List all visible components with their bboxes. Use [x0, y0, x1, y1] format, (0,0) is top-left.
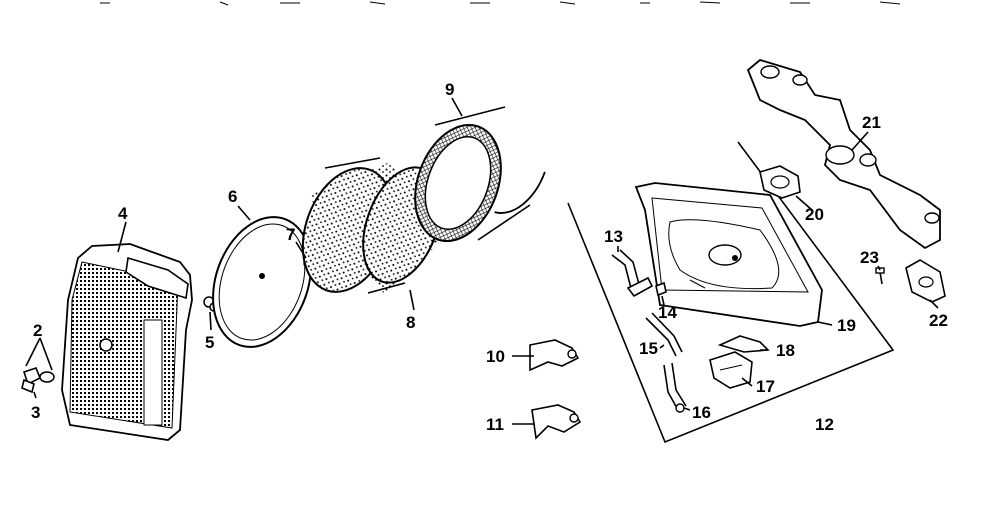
part-10-bracket: [529, 339, 580, 372]
part-13-tube: [611, 249, 654, 298]
part-18-gasket: [717, 335, 770, 353]
callout-18: 18: [776, 341, 795, 360]
part-2-3-clip: [21, 367, 55, 394]
part-15-hose: [645, 312, 683, 357]
callout-15: 15: [639, 339, 658, 358]
part-14-clip: [655, 281, 667, 297]
callout-9: 9: [445, 80, 454, 99]
leader-lines: [25, 97, 939, 425]
callout-4: 4: [118, 204, 128, 223]
part-20-gasket: [759, 165, 801, 199]
callout-20: 20: [805, 205, 824, 224]
part-12-kit-outline: [567, 141, 895, 444]
callout-22: 22: [929, 311, 948, 330]
part-9-filter: [414, 106, 551, 243]
callout-10: 10: [486, 347, 505, 366]
part-19-base: [634, 182, 823, 327]
part-17-assembly: [709, 351, 753, 389]
callout-2: 2: [33, 321, 42, 340]
callout-17: 17: [756, 377, 775, 396]
callout-5: 5: [205, 333, 214, 352]
callout-23: 23: [860, 248, 879, 267]
callout-16: 16: [692, 403, 711, 422]
callout-labels: 2 3 4 5 6 7 8 9 10 11 12 13 14 15 16 17 …: [31, 80, 948, 434]
callout-7: 7: [286, 225, 295, 244]
part-6-disc: [212, 216, 312, 348]
callout-19: 19: [837, 316, 856, 335]
callout-6: 6: [228, 187, 237, 206]
part-4-cover: [61, 243, 193, 441]
part-22-gasket: [905, 259, 946, 303]
callout-21: 21: [862, 113, 881, 132]
callout-14: 14: [658, 303, 677, 322]
part-23-screw: [875, 267, 885, 285]
part-21-manifold: [746, 58, 941, 250]
callout-8: 8: [406, 313, 415, 332]
callout-3: 3: [31, 403, 40, 422]
part-16-hose: [663, 362, 687, 413]
callout-11: 11: [486, 415, 504, 434]
top-edge-marks: [100, 1, 901, 6]
callout-12: 12: [815, 415, 834, 434]
part-11-bracket: [531, 404, 582, 440]
callout-13: 13: [604, 227, 623, 246]
